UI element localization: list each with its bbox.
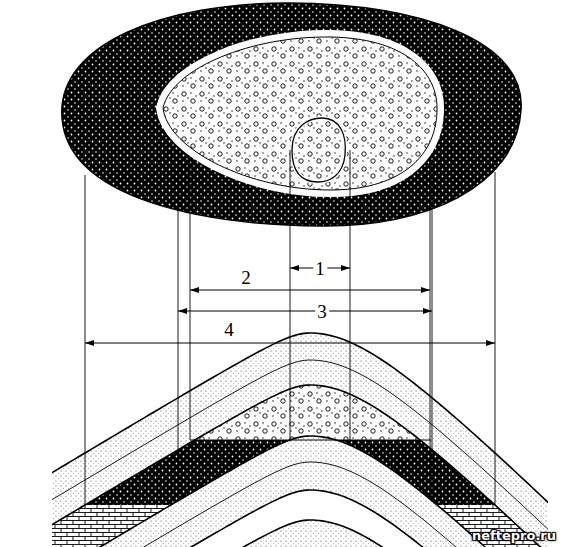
watermark: neftepro.ru <box>472 529 556 542</box>
cross-section <box>52 333 548 547</box>
contour-halo <box>292 118 345 182</box>
projection-lines <box>85 150 495 505</box>
gas-zone <box>52 385 548 440</box>
layer-boundary <box>52 462 548 547</box>
projection-line <box>85 175 86 505</box>
projection-line <box>432 165 433 501</box>
dimension-arrow <box>85 342 495 343</box>
projection-line <box>290 150 291 440</box>
callout-number: 4 <box>222 320 236 339</box>
lower-layer <box>52 520 548 547</box>
projection-line <box>430 160 431 448</box>
oil-contour-outer <box>62 3 521 226</box>
gas-oil-contact <box>190 440 431 441</box>
layer-boundary <box>52 385 548 547</box>
gas-contour-outer <box>163 37 437 190</box>
contour-gap <box>163 37 437 190</box>
projection-line <box>495 172 496 505</box>
callout-number: 1 <box>313 259 327 278</box>
projection-line <box>178 165 179 502</box>
projection-line <box>190 160 191 440</box>
layer-boundary <box>52 520 548 547</box>
gas-contour-inner <box>292 118 345 182</box>
callout-number: 3 <box>315 302 329 321</box>
layer-boundary <box>52 490 548 547</box>
layer-boundary <box>52 360 548 545</box>
dimension-arrow <box>190 289 430 290</box>
structure-map <box>62 3 521 226</box>
callout-number: 2 <box>239 268 253 287</box>
dimension-lines <box>85 268 495 343</box>
projection-line <box>350 150 351 445</box>
dimension-arrow <box>178 310 432 311</box>
